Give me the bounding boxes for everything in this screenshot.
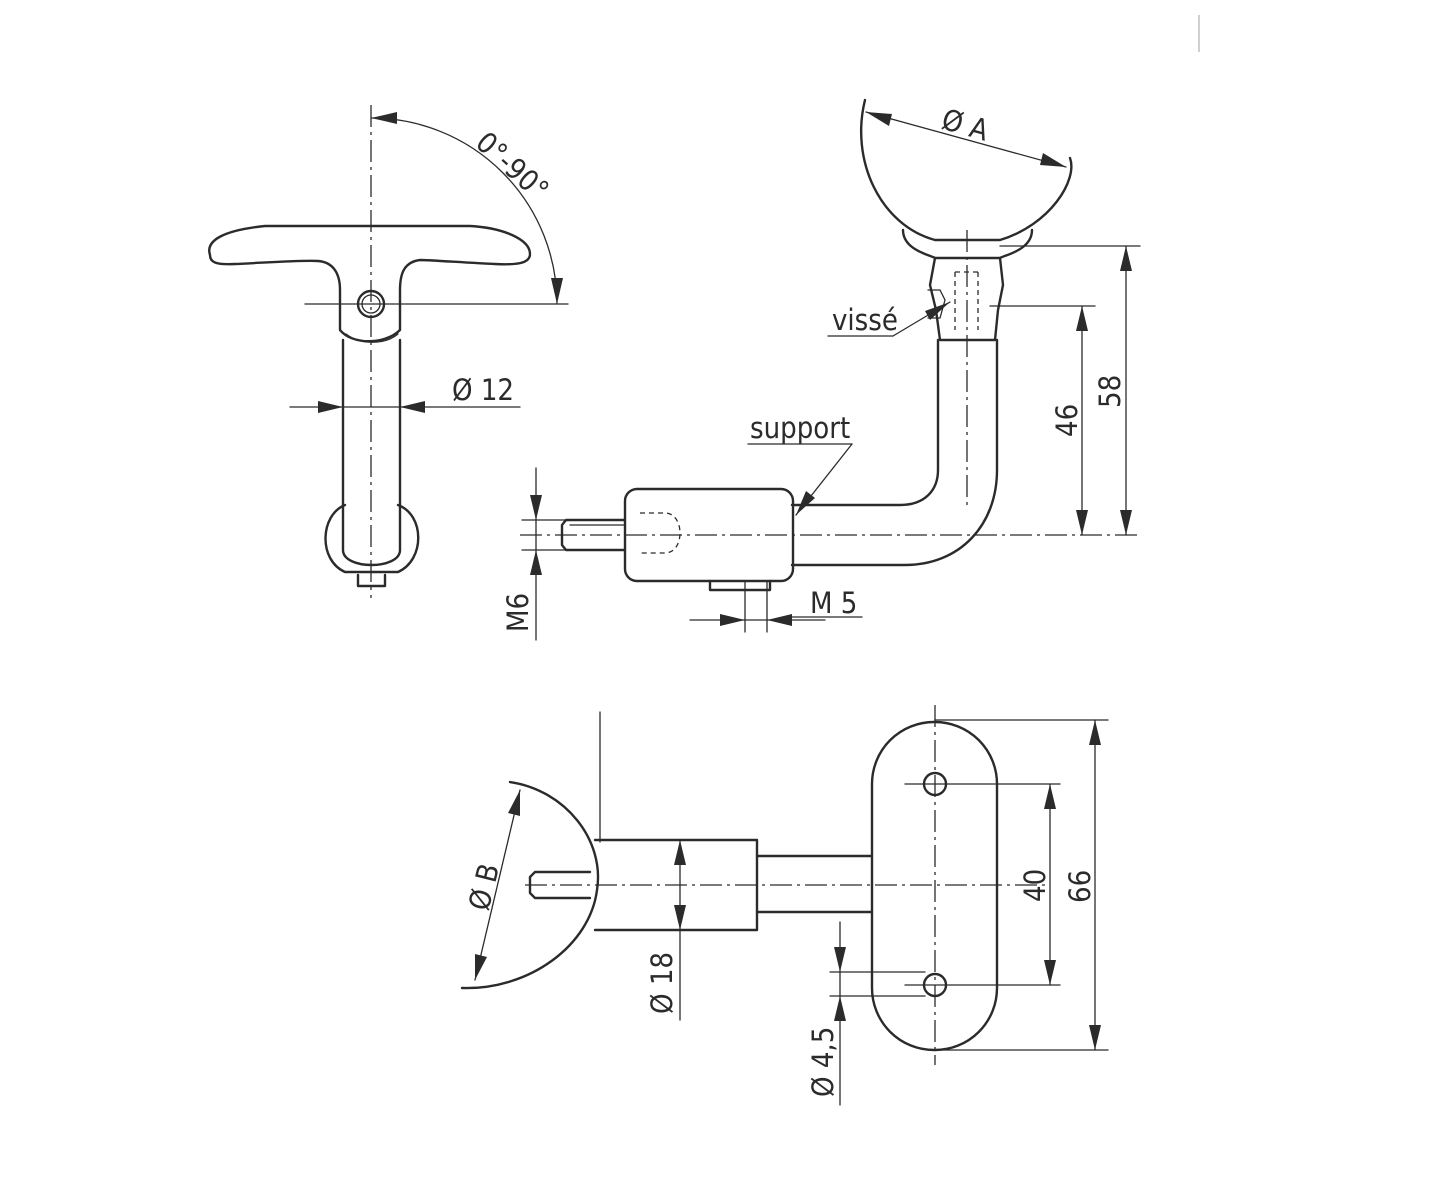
- angle-arc: [370, 117, 558, 305]
- angle-label: 0°-90°: [469, 125, 555, 207]
- angle-arrow-top: [371, 112, 397, 124]
- dim-40-label: 40: [1018, 869, 1052, 902]
- dia-a-arrow-right: [1040, 153, 1066, 167]
- dia-a-arrow-left: [866, 112, 892, 126]
- support-arrow: [796, 491, 815, 515]
- front-view: 0°-90° Ø 12: [208, 105, 569, 598]
- dim-46-arrow-top: [1076, 306, 1088, 331]
- side-view: Ø A M 5 M6 vi: [501, 98, 1141, 641]
- top-view: Ø B Ø 18 Ø 4,5 40: [460, 705, 1109, 1106]
- sleeve-hidden-thread: [640, 512, 681, 554]
- dim-46-arrow-bottom: [1076, 510, 1088, 535]
- visse-label: vissé: [832, 303, 898, 337]
- dim-40-arrow-bottom: [1044, 960, 1056, 985]
- dia-18-arrow-top: [674, 840, 686, 865]
- saddle-plate: [208, 224, 532, 343]
- dia-4-5-arrow-top: [834, 947, 846, 972]
- base-screw: [356, 573, 387, 588]
- dim-40-arrow-top: [1044, 784, 1056, 809]
- dia-18-label: Ø 18: [645, 952, 679, 1014]
- m6-arrow-bottom: [530, 550, 542, 575]
- m5-label: M 5: [810, 586, 857, 620]
- base-disc: [324, 503, 420, 574]
- dia-b-label: Ø B: [462, 860, 506, 914]
- dim-58-label: 58: [1093, 375, 1127, 408]
- bent-tube-outer: [790, 338, 999, 567]
- dia-12-label: Ø 12: [452, 373, 514, 407]
- visse-arrow: [925, 302, 950, 320]
- m6-arrow-top: [530, 495, 542, 520]
- dim-66-arrow-bottom: [1089, 1025, 1101, 1050]
- dim-66-label: 66: [1063, 870, 1097, 903]
- dim-46-label: 46: [1050, 404, 1084, 437]
- m5-arrow-left: [720, 614, 745, 626]
- dim-66-arrow-top: [1089, 720, 1101, 745]
- m5-screw: [708, 579, 772, 592]
- dia-b-arrow-top: [508, 790, 520, 816]
- dia-a-dim-line: [865, 111, 1067, 168]
- dia-12-arrow-right: [400, 401, 425, 413]
- dim-58-arrow-top: [1120, 246, 1132, 271]
- dim-58-arrow-bottom: [1120, 510, 1132, 535]
- m6-label: M6: [501, 593, 535, 632]
- handrail-arc-b: [460, 780, 600, 990]
- screw-head-left: [927, 289, 946, 319]
- dia-12-arrow-left: [318, 401, 343, 413]
- dia-a-label: Ø A: [938, 102, 992, 148]
- dia-4-5-label: Ø 4,5: [806, 1027, 840, 1097]
- support-label: support: [750, 411, 850, 445]
- bent-tube-inner: [790, 338, 940, 507]
- m5-arrow-right: [767, 614, 792, 626]
- dia-4-5-arrow-bottom: [834, 996, 846, 1021]
- dia-b-arrow-bottom: [475, 954, 487, 980]
- top-tube: [755, 854, 874, 914]
- dia-18-arrow-bottom: [674, 905, 686, 930]
- angle-arrow-right: [551, 278, 563, 304]
- handrail-section: [860, 98, 1073, 242]
- dia-b-dim-line: [474, 789, 521, 981]
- stem-collar: [345, 333, 399, 343]
